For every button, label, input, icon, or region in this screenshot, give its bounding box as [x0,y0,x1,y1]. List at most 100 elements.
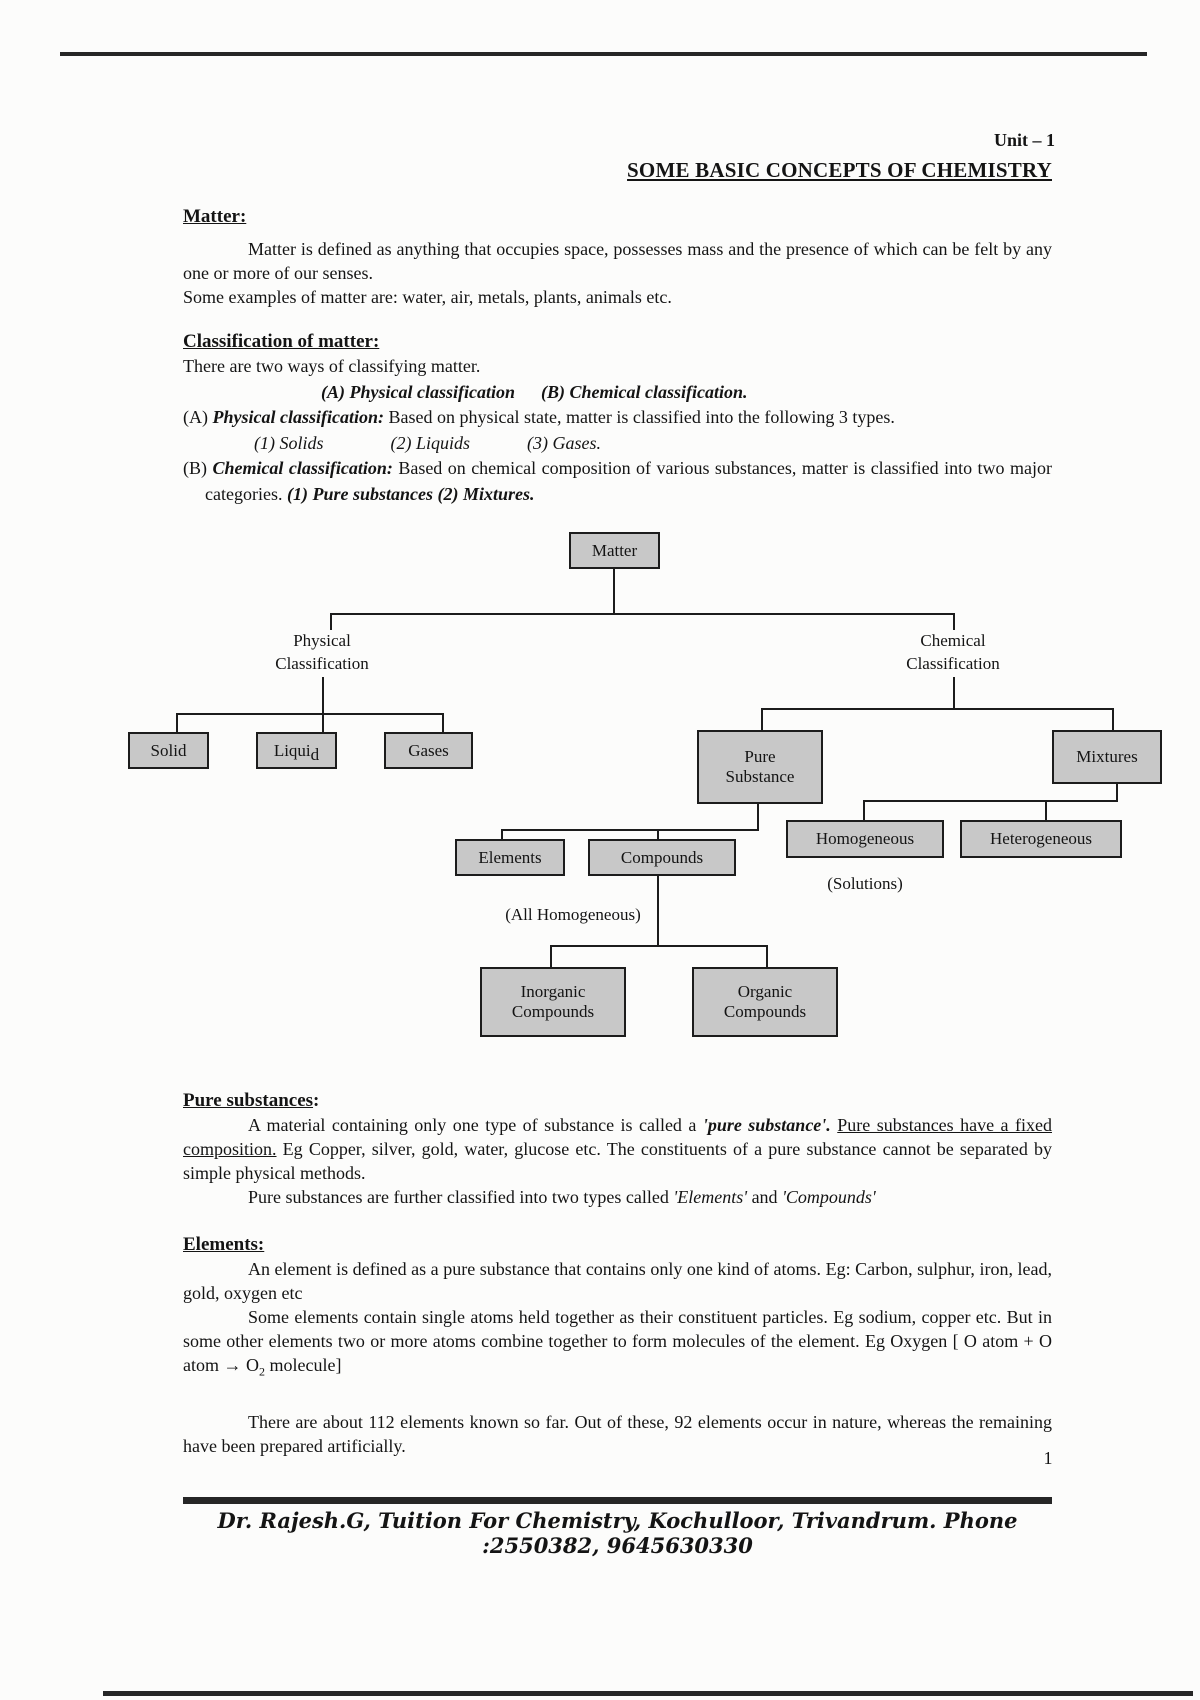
connector-line [657,876,659,947]
node-liquid: Liquid [256,732,337,769]
connector-line [1045,800,1047,821]
node-compounds-label: Compounds [620,847,704,867]
physical-label-line1: Physical [293,631,351,650]
all-homogeneous-label: (All Homogeneous) [505,905,641,924]
elements-p2-a: Some elements contain single atoms held … [183,1307,1052,1375]
type-gases: (3) Gases. [527,432,602,453]
classification-ab-a: (A) Physical classification [321,381,515,402]
node-pure-substance: Pure Substance [697,730,823,804]
pure-p2-and: and [747,1187,783,1207]
node-matter-label: Matter [591,540,638,560]
elements-paragraph-2: Some elements contain single atoms held … [183,1305,1052,1384]
connector-line [757,804,759,831]
pure-p1-b: 'pure substance'. [702,1115,831,1135]
node-inorganic-compounds: Inorganic Compounds [480,967,626,1037]
types-line: (1) Solids (2) Liquids (3) Gases. [183,431,1052,457]
physical-classification-line: (A) Physical classification: Based on ph… [183,405,1052,431]
b-prefix: (B) [183,458,213,478]
connector-line [501,829,759,831]
connector-line [953,677,955,710]
node-gases: Gases [384,732,473,769]
connector-line [330,613,955,615]
elements-p2-b: molecule] [265,1355,342,1375]
node-heterogeneous-label: Heterogeneous [990,829,1092,848]
connector-line [176,713,178,733]
node-solid-label: Solid [150,740,187,760]
classification-intro: There are two ways of classifying matter… [183,356,481,376]
node-organic-compounds: Organic Compounds [692,967,838,1037]
inorganic-label-line2: Compounds [511,1002,595,1021]
type-liquids: (2) Liquids [390,432,471,453]
node-matter: Matter [569,532,660,569]
header-rule [60,52,1147,56]
node-elements: Elements [455,839,565,876]
pure-p1-underlined: Pure substances have a fixed composition… [183,1115,1052,1159]
pure-substances-classified-line: Pure substances are further classified i… [183,1185,1052,1209]
physical-classification-label: Physical Classification [232,629,412,675]
unit-label: Unit – 1 [993,130,1055,150]
connector-line [613,569,615,615]
pure-heading-text: Pure substances [183,1090,314,1111]
connector-line [761,708,763,731]
type-solids: (1) Solids [254,432,324,453]
b-rest: Based on chemical composition of various… [205,458,1052,504]
elements-paragraph-1: An element is defined as a pure substanc… [183,1259,1052,1303]
connector-line [322,677,324,715]
connector-line [550,945,552,968]
node-homogeneous-label: Homogeneous [815,829,915,848]
node-mixtures: Mixtures [1052,730,1162,784]
solutions-label: (Solutions) [827,874,903,893]
node-solid: Solid [128,732,209,769]
lower-content: Pure substances: A material containing o… [183,1088,1052,1458]
page-number: 1 [1043,1448,1053,1468]
a-term: Physical classification: [212,407,384,427]
oxygen-subscript: 2 [259,1364,265,1379]
liquid-label-main: Liqui [273,740,311,760]
pure-p2-compounds: 'Compounds' [782,1187,876,1207]
node-homogeneous: Homogeneous [786,820,944,858]
b-term: Chemical classification: [212,458,393,478]
connector-line [501,829,503,840]
upper-content: Matter: Matter is defined as anything th… [183,205,1052,507]
pure-p2-elements: 'Elements' [673,1187,748,1207]
pure-p1-c: Eg Copper, silver, gold, water, glucose … [183,1139,1052,1183]
footer-credit: Dr. Rajesh.G, Tuition For Chemistry, Koc… [217,1508,1018,1558]
chemical-classification-line: (B) Chemical classification: Based on ch… [183,456,1052,507]
elements-paragraph-3: There are about 112 elements known so fa… [183,1411,1052,1456]
connector-line [442,713,444,733]
classification-heading: Classification of matter: [183,331,380,352]
b-bold: (1) Pure substances (2) Mixtures. [286,483,535,504]
connector-line [863,800,865,821]
classification-ab-b: (B) Chemical classification. [540,381,748,402]
physical-label-line2: Classification [275,654,369,673]
chemical-label-line2: Classification [906,654,1000,673]
connector-line [761,708,1114,710]
connector-line [330,613,332,630]
liquid-label-d: d [310,744,320,764]
footer-rule [183,1497,1052,1504]
pure-p2-a: Pure substances are further classified i… [248,1187,674,1207]
node-heterogeneous: Heterogeneous [960,820,1122,858]
connector-line [1112,708,1114,731]
connector-line [766,945,768,968]
organic-label-line1: Organic [737,982,793,1001]
connector-line [863,800,1118,802]
connector-line [322,713,324,733]
matter-examples: Some examples of matter are: water, air,… [183,287,672,307]
pure-substances-heading: Pure substances: [183,1088,1052,1113]
elements-heading: Elements: [183,1234,265,1255]
pure-substances-paragraph: A material containing only one type of s… [183,1113,1052,1185]
connector-line [550,945,768,947]
connector-line [657,829,659,840]
matter-heading: Matter: [183,206,247,227]
node-elements-label: Elements [478,847,542,867]
chemical-classification-label: Chemical Classification [863,629,1043,675]
node-mixtures-label: Mixtures [1076,747,1138,766]
node-compounds: Compounds [588,839,736,876]
page-title: SOME BASIC CONCEPTS OF CHEMISTRY [627,158,1052,182]
a-prefix: (A) [183,407,213,427]
pure-heading-colon: : [313,1090,320,1111]
a-rest: Based on physical state, matter is class… [383,407,895,427]
connector-line [176,713,444,715]
